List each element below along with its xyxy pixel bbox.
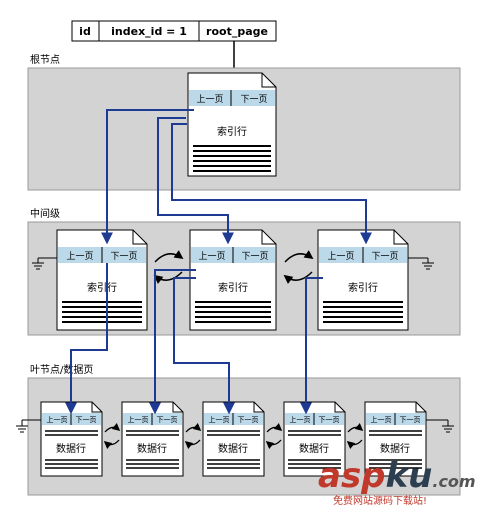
root-next-label: 下一页	[240, 94, 267, 105]
leaf-5-data-rows-label: 数据行	[380, 442, 410, 455]
svg-text:aspku.com: aspku.com	[318, 456, 476, 496]
intermediate-left-next-label: 下一页	[110, 251, 137, 262]
leaf-section-label: 叶节点/数据页	[30, 363, 93, 376]
header-cell-index-id: index_id = 1	[111, 25, 187, 38]
leaf-page-2: 上一页 下一页 数据行	[121, 401, 184, 477]
pointer-intermediate-left-to-leaf-1	[65, 263, 108, 415]
leaf-2-prev-label: 上一页	[128, 415, 149, 424]
sibling-link-intermediate-1	[153, 250, 184, 284]
ground-icon-leaf-right	[426, 419, 454, 433]
pointer-intermediate-middle-to-leaf-2	[149, 269, 196, 415]
header-table: id index_id = 1 root_page	[71, 20, 277, 42]
leaf-page-3: 上一页 下一页 数据行	[202, 401, 265, 477]
leaf-page-1: 上一页 下一页 数据行	[40, 401, 103, 477]
sibling-link-intermediate-2	[283, 250, 314, 284]
leaf-page-5: 上一页 下一页 数据行	[364, 401, 427, 477]
leaf-1-next-label: 下一页	[76, 416, 97, 424]
intermediate-middle-prev-label: 上一页	[198, 251, 225, 262]
watermark-tagline: 免费网站源码下载站!	[333, 494, 427, 507]
root-index-rows-label: 索引行	[217, 125, 247, 138]
root-prev-label: 上一页	[196, 94, 223, 105]
header-cell-root-page: root_page	[206, 25, 268, 38]
leaf-4-next-label: 下一页	[319, 416, 340, 424]
leaf-2-data-rows-label: 数据行	[137, 442, 167, 455]
pointer-intermediate-middle-to-leaf-3	[173, 277, 235, 415]
leaf-3-data-rows-label: 数据行	[218, 442, 248, 455]
intermediate-middle-next-label: 下一页	[241, 251, 268, 262]
leaf-4-prev-label: 上一页	[290, 415, 311, 424]
intermediate-left-index-rows-label: 索引行	[87, 281, 117, 294]
intermediate-right-next-label: 下一页	[371, 251, 398, 262]
sibling-link-leaf-2	[184, 422, 202, 450]
intermediate-left-prev-label: 上一页	[66, 251, 93, 262]
sibling-link-leaf-3	[265, 422, 283, 450]
watermark: aspku.com 免费网站源码下载站!	[318, 456, 476, 507]
ground-icon-intermediate-left	[32, 257, 57, 270]
ground-icon-leaf-left	[16, 419, 41, 433]
pointer-root-to-intermediate-right	[171, 123, 372, 245]
intermediate-page-middle: 上一页 下一页 索引行	[189, 229, 277, 331]
leaf-5-prev-label: 上一页	[371, 415, 392, 424]
intermediate-middle-index-rows-label: 索引行	[218, 281, 248, 294]
pointer-root-to-intermediate-middle	[157, 117, 234, 245]
leaf-page-4: 上一页 下一页 数据行	[283, 401, 346, 477]
intermediate-page-left: 上一页 下一页 索引行	[56, 229, 148, 331]
header-cell-id: id	[79, 25, 91, 38]
leaf-1-prev-label: 上一页	[47, 415, 68, 424]
watermark-com: .com	[432, 472, 475, 491]
leaf-1-data-rows-label: 数据行	[56, 442, 86, 455]
intermediate-page-right: 上一页 下一页 索引行	[317, 229, 409, 331]
leaf-3-next-label: 下一页	[238, 416, 259, 424]
leaf-4-data-rows-label: 数据行	[299, 442, 329, 455]
intermediate-section-label: 中间级	[30, 207, 60, 220]
intermediate-right-prev-label: 上一页	[327, 251, 354, 262]
leaf-2-next-label: 下一页	[157, 416, 178, 424]
watermark-ku: ku	[386, 456, 433, 496]
root-section-label: 根节点	[30, 53, 60, 66]
sibling-link-leaf-4	[346, 422, 364, 450]
leaf-5-next-label: 下一页	[400, 416, 421, 424]
leaf-3-prev-label: 上一页	[209, 415, 230, 424]
ground-icon-intermediate-right	[408, 257, 434, 270]
pointer-root-to-intermediate-left	[101, 109, 194, 245]
intermediate-right-index-rows-label: 索引行	[348, 281, 378, 294]
watermark-asp: asp	[318, 456, 386, 496]
sibling-link-leaf-1	[103, 422, 121, 450]
root-page: 上一页 下一页 索引行	[187, 72, 277, 177]
pointer-intermediate-right-to-leaf-4	[300, 277, 323, 415]
